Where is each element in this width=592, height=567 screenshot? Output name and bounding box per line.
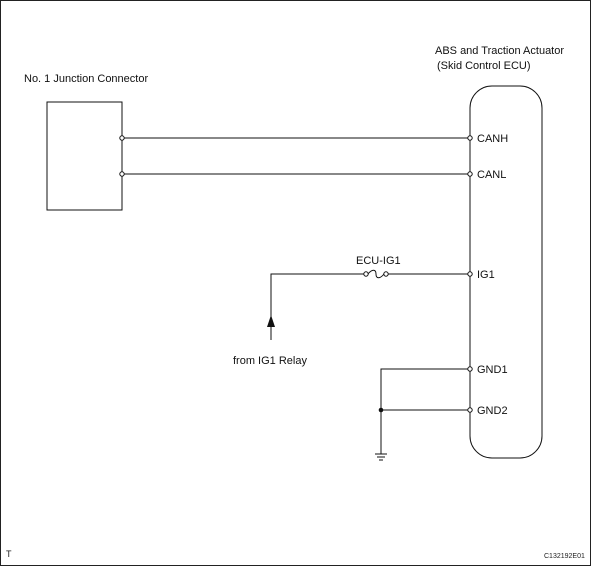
ecu-title-line2: (Skid Control ECU) <box>437 60 531 72</box>
fuse-icon <box>363 269 389 279</box>
ground-icon <box>375 453 387 461</box>
junction-connector-label: No. 1 Junction Connector <box>24 73 148 85</box>
ground-wiring <box>380 368 470 454</box>
ecu-gnd2-terminal <box>467 407 473 413</box>
ecu-gnd1-terminal <box>467 366 473 372</box>
ig1-label: IG1 <box>477 269 495 281</box>
ground-junction-dot <box>378 407 384 413</box>
ecu-ig1-terminal <box>467 271 473 277</box>
source-label: from IG1 Relay <box>233 355 307 367</box>
canh-label: CANH <box>477 133 508 145</box>
ecu-title-line1: ABS and Traction Actuator <box>435 45 564 57</box>
ig1-wire <box>270 273 470 320</box>
ecu-canl-terminal <box>467 171 473 177</box>
footer-left-mark: T <box>6 549 12 559</box>
arrow-up-icon <box>267 315 275 340</box>
canl-label: CANL <box>477 169 506 181</box>
figure-code: C132192E01 <box>544 553 585 560</box>
gnd1-label: GND1 <box>477 364 508 376</box>
gnd2-label: GND2 <box>477 405 508 417</box>
junction-canl-terminal <box>119 171 125 177</box>
junction-canh-terminal <box>119 135 125 141</box>
junction-connector-box <box>46 101 123 211</box>
fuse-label: ECU-IG1 <box>356 255 401 267</box>
ecu-canh-terminal <box>467 135 473 141</box>
